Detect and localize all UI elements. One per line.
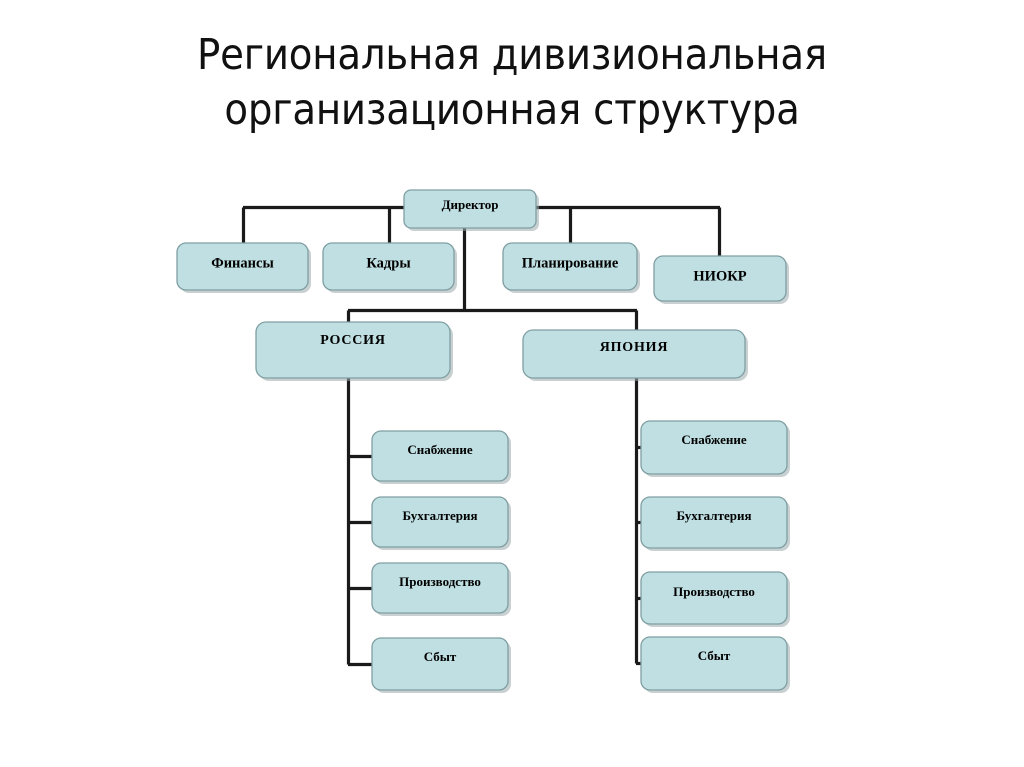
node-russia-box[interactable] [255, 321, 451, 379]
node-japan-accounting-label: Бухгалтерия [677, 508, 752, 523]
node-rnd-label: НИОКР [693, 268, 746, 284]
node-russia-supply-box[interactable] [371, 430, 509, 482]
node-russia-supply[interactable]: Снабжение [371, 430, 511, 484]
node-japan-supply-box[interactable] [640, 420, 788, 475]
node-russia-accounting-label: Бухгалтерия [403, 508, 478, 523]
node-japan-production-label: Производство [673, 584, 755, 599]
node-rnd-box[interactable] [653, 255, 787, 302]
connector-group-divisions [346, 228, 639, 330]
node-japan-accounting-box[interactable] [640, 496, 788, 549]
node-japan-box[interactable] [522, 329, 746, 379]
page-title-line-2: организационная структура [224, 85, 800, 136]
node-hr[interactable]: Кадры [322, 242, 457, 293]
node-japan-supply-label: Снабжение [681, 432, 747, 447]
node-russia-sales[interactable]: Сбыт [371, 637, 511, 693]
node-russia-supply-label: Снабжение [407, 442, 473, 457]
page-title: Региональная дивизиональная организацион… [0, 28, 1024, 138]
node-hr-box[interactable] [322, 242, 455, 291]
node-japan[interactable]: ЯПОНИЯ [522, 329, 748, 381]
node-russia-sales-label: Сбыт [424, 649, 457, 664]
node-russia-production[interactable]: Производство [371, 562, 511, 616]
node-finance-box[interactable] [176, 242, 309, 291]
node-japan-label: ЯПОНИЯ [600, 340, 669, 355]
node-russia-accounting[interactable]: Бухгалтерия [371, 496, 511, 550]
node-director-label: Директор [442, 197, 499, 212]
node-hr-label: Кадры [366, 255, 410, 271]
node-japan-sales-label: Сбыт [698, 648, 731, 663]
node-japan-accounting[interactable]: Бухгалтерия [640, 496, 790, 551]
node-russia-label: РОССИЯ [320, 333, 386, 348]
node-russia-sales-box[interactable] [371, 637, 509, 691]
node-rnd[interactable]: НИОКР [653, 255, 789, 304]
node-finance-label: Финансы [211, 255, 274, 271]
node-director[interactable]: Директор [403, 189, 539, 231]
connector-group-top-level [241, 205, 722, 256]
node-japan-supply[interactable]: Снабжение [640, 420, 790, 477]
node-japan-sales[interactable]: Сбыт [640, 636, 790, 693]
node-russia-accounting-box[interactable] [371, 496, 509, 548]
node-japan-sales-box[interactable] [640, 636, 788, 691]
node-japan-production-box[interactable] [640, 571, 788, 625]
node-russia[interactable]: РОССИЯ [255, 321, 453, 381]
page-title-line-1: Региональная дивизиональная [197, 30, 827, 80]
node-planning[interactable]: Планирование [502, 242, 640, 293]
node-russia-production-box[interactable] [371, 562, 509, 614]
connector-group-japan-children [634, 378, 641, 666]
node-finance[interactable]: Финансы [176, 242, 311, 293]
node-planning-label: Планирование [522, 255, 619, 271]
node-russia-production-label: Производство [399, 574, 481, 589]
connector-group-russia-children [346, 378, 372, 667]
node-japan-production[interactable]: Производство [640, 571, 790, 627]
node-planning-box[interactable] [502, 242, 638, 291]
node-director-box[interactable] [403, 189, 537, 229]
